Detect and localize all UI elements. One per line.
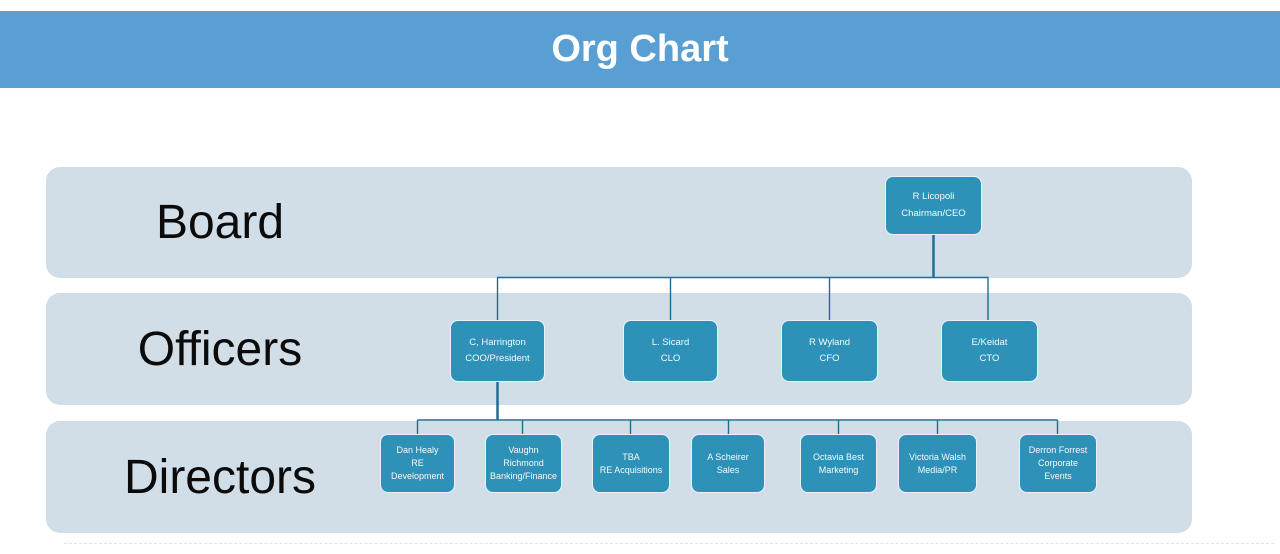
node-name: C, Harrington [469, 336, 526, 348]
band-label-directors: Directors [123, 450, 317, 504]
node-title: Chairman/CEO [901, 207, 966, 219]
org-node-coo-president[interactable]: C, Harrington COO/President [450, 320, 545, 382]
org-node-sales[interactable]: A Scheirer Sales [691, 434, 765, 493]
node-title: Marketing [818, 464, 859, 475]
node-name: R Wyland [808, 336, 851, 348]
node-title: CTO [979, 353, 1000, 364]
band-label-officers: Officers [137, 322, 303, 376]
header-bar: Org Chart [0, 11, 1280, 88]
node-title: Corporate Events [1037, 458, 1079, 481]
node-title: COO/President [465, 353, 530, 364]
node-title: RE Acquisitions [599, 464, 663, 475]
band-directors: Directors [46, 421, 1192, 533]
org-node-re-acquisitions[interactable]: TBA RE Acquisitions [592, 434, 670, 493]
org-node-marketing[interactable]: Octavia Best Marketing [800, 434, 877, 493]
node-name: Dan Healy [396, 445, 439, 455]
node-title: CFO [819, 353, 840, 364]
node-title: Sales [716, 464, 740, 475]
org-node-re-development[interactable]: Dan Healy RE Development [380, 434, 455, 493]
page-title: Org Chart [551, 28, 729, 70]
node-title: CLO [660, 353, 681, 364]
node-title: Banking/Finance [489, 471, 558, 481]
org-node-media-pr[interactable]: Victoria Walsh Media/PR [898, 434, 977, 493]
bottom-divider [64, 543, 1274, 544]
node-name: L. Sicard [651, 336, 690, 348]
node-title: RE Development [390, 458, 445, 481]
node-title: Media/PR [917, 464, 958, 475]
org-node-banking-finance[interactable]: Vaughn Richmond Banking/Finance [485, 434, 562, 493]
node-name: TBA [622, 451, 640, 462]
band-board: Board [46, 167, 1192, 278]
band-label-board: Board [155, 196, 285, 249]
org-node-cto[interactable]: E/Keidat CTO [941, 320, 1038, 382]
node-name: Derron Forrest [1028, 445, 1088, 455]
org-node-corporate-events[interactable]: Derron Forrest Corporate Events [1019, 434, 1097, 493]
node-name: A Scheirer [707, 451, 749, 462]
node-name: Octavia Best [812, 451, 865, 462]
org-node-cfo[interactable]: R Wyland CFO [781, 320, 878, 382]
node-name: Victoria Walsh [908, 451, 967, 462]
node-name: E/Keidat [971, 336, 1008, 348]
node-name: R Licopoli [912, 191, 955, 202]
org-node-clo[interactable]: L. Sicard CLO [623, 320, 718, 382]
org-node-chairman-ceo[interactable]: R Licopoli Chairman/CEO [885, 176, 982, 235]
node-name: Vaughn Richmond [503, 445, 544, 468]
